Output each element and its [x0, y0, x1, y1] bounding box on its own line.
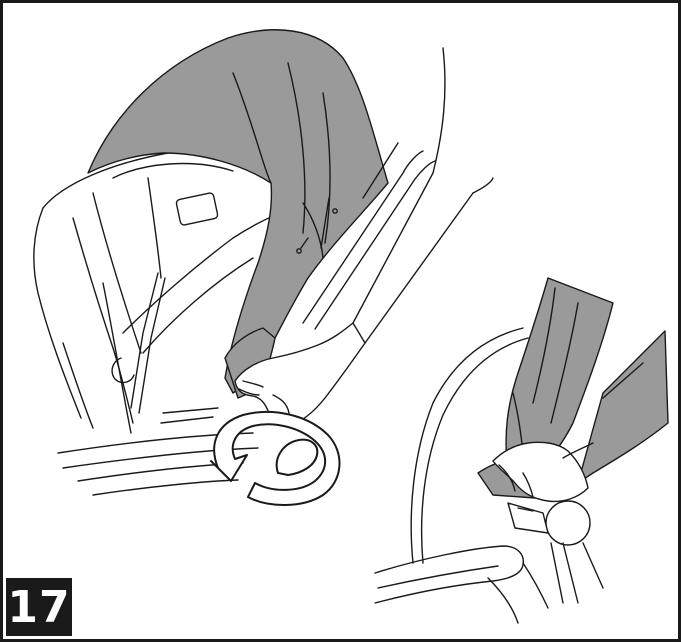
inset-bumper-bar	[375, 546, 548, 623]
rotate-arrow-icon	[211, 412, 339, 505]
illustration	[3, 3, 681, 642]
step-number-badge: 17	[6, 578, 72, 636]
step-number: 17	[7, 582, 70, 633]
inset-frame-joint	[508, 501, 603, 603]
